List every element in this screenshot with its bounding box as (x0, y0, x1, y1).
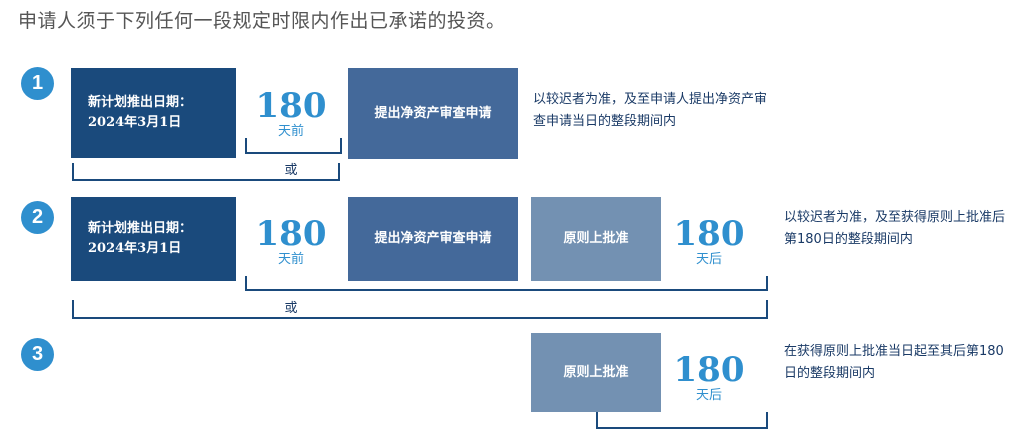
bracket-row1-or (72, 163, 340, 181)
step-3-days-after-number: 180 (673, 350, 745, 390)
step-2-days-after-number: 180 (673, 214, 745, 254)
step-2-badge: 2 (21, 201, 54, 234)
step-1-badge: 1 (21, 67, 54, 100)
bracket-row2-days (245, 276, 768, 291)
step-2-launch-date-box: 新计划推出日期： 2024年3月1日 (71, 197, 236, 281)
bracket-row1-days (245, 138, 342, 154)
step-1-launch-date-box: 新计划推出日期： 2024年3月1日 (71, 68, 236, 158)
step-3-note: 在获得原则上批准当日起至其后第180日的整段期间内 (784, 344, 1004, 381)
step-2-note: 以较迟者为准，及至获得原则上批准后第180日的整段期间内 (784, 210, 1006, 247)
step-1-apply-box: 提出净资产审查申请 (348, 68, 518, 159)
step-2-days-before: 180 天前 (246, 216, 336, 268)
step-3-days-after-unit: 天后 (695, 388, 722, 403)
step-3-days-after: 180 天后 (664, 352, 754, 404)
step-1-days-before: 180 天前 (246, 88, 336, 140)
step-2-days-number: 180 (255, 214, 327, 254)
step-1-days-unit: 天前 (277, 124, 304, 139)
bracket-row2-or (72, 300, 768, 319)
bracket-row3 (596, 412, 768, 429)
step-2-or-label: 或 (284, 301, 298, 316)
step-2-approval-box: 原则上批准 (531, 197, 661, 281)
step-3-approval-box: 原则上批准 (531, 333, 661, 412)
step-2-days-unit: 天前 (277, 252, 304, 267)
step-1-or-label: 或 (284, 163, 298, 178)
step-2-apply-box: 提出净资产审查申请 (348, 197, 518, 281)
page-title: 申请人须于下列任何一段规定时限内作出已承诺的投资。 (18, 10, 506, 32)
step-2-days-after-unit: 天后 (695, 252, 722, 267)
step-1-note: 以较迟者为准，及至申请人提出净资产审查申请当日的整段期间内 (533, 92, 768, 129)
step-1-days-number: 180 (255, 86, 327, 126)
step-2-days-after: 180 天后 (664, 216, 754, 268)
step-3-badge: 3 (21, 338, 54, 371)
